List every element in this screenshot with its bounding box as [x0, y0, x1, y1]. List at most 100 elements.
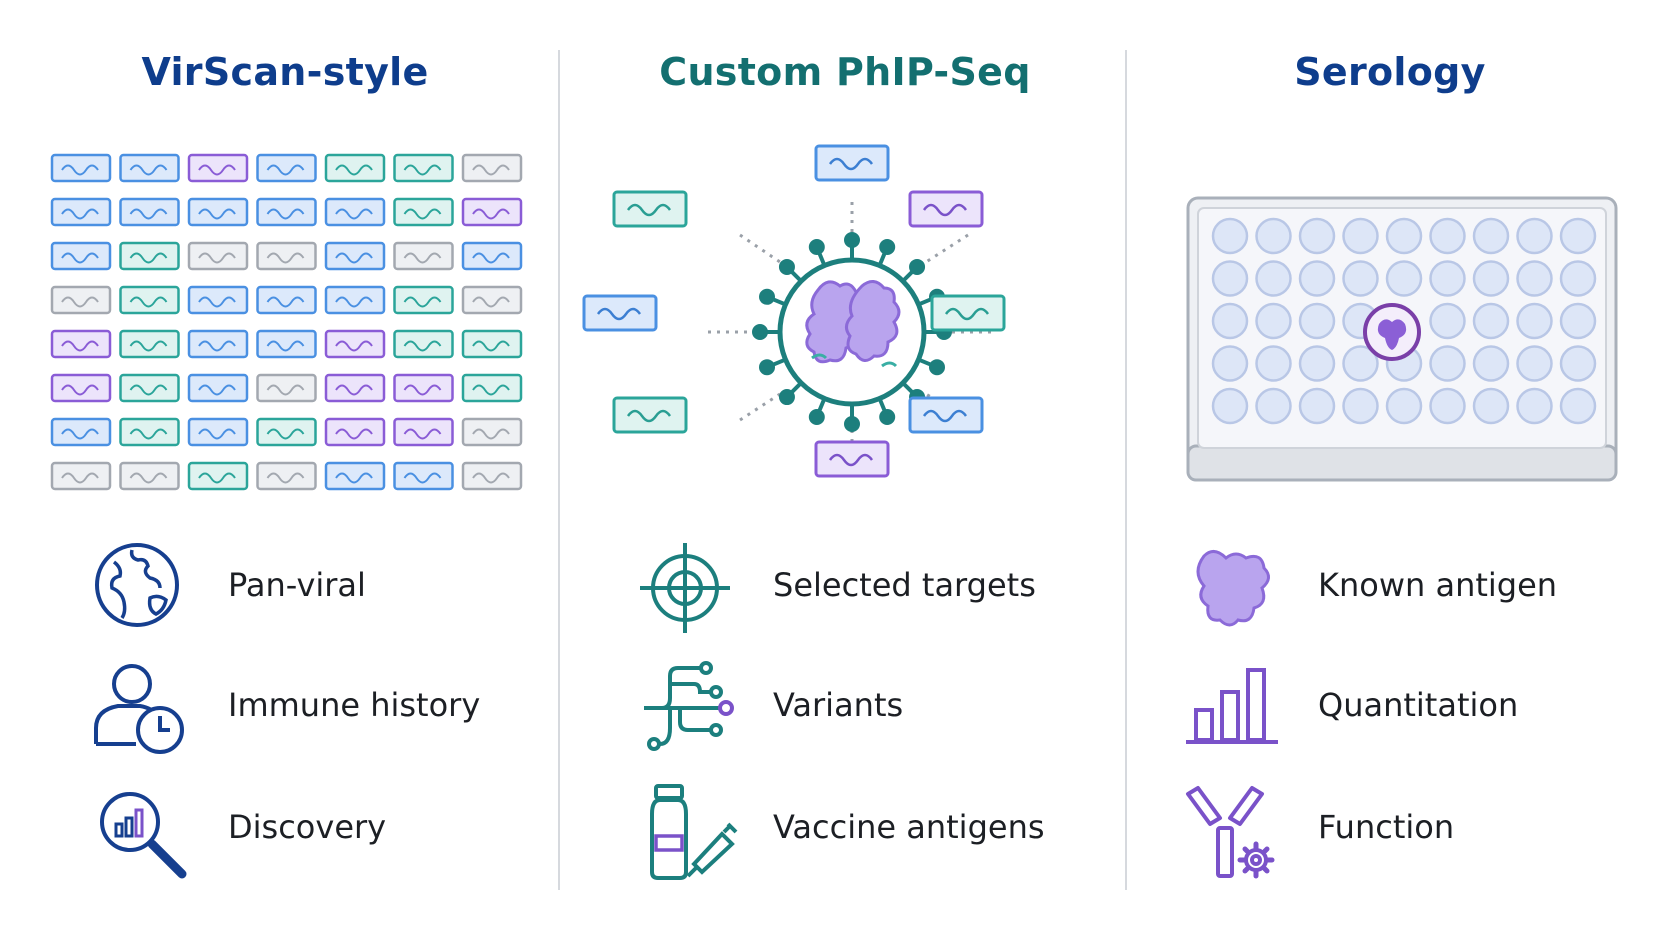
- peptide-tile: [256, 241, 317, 271]
- virus-spike-head: [759, 288, 776, 305]
- plate-well: [1472, 345, 1510, 382]
- plate-well: [1211, 345, 1249, 382]
- peptide-tile: [187, 285, 249, 315]
- plate-well: [1472, 217, 1510, 255]
- peptide-tile: [119, 461, 180, 491]
- peptide-tile: [461, 153, 523, 183]
- peptide-tile: [50, 153, 112, 183]
- peptide-tile: [187, 373, 249, 403]
- vial-syringe-icon: [650, 784, 738, 880]
- plate-well: [1255, 345, 1292, 382]
- plate-well: [1516, 302, 1553, 340]
- plate-well: [1472, 260, 1510, 297]
- peptide-bottom: [814, 440, 890, 478]
- feature-label-variants: Variants: [773, 686, 904, 724]
- virus-spike-head: [879, 239, 896, 256]
- person-clock-icon: [94, 664, 184, 754]
- antibody-gear-icon: [1186, 786, 1275, 879]
- plate-well: [1559, 387, 1597, 425]
- plate-well: [1211, 217, 1249, 255]
- plate-well: [1211, 387, 1249, 425]
- plate-well: [1342, 260, 1379, 297]
- peptide-tile: [50, 461, 112, 491]
- peptide-tile: [256, 373, 317, 403]
- virus-spike-head: [759, 359, 776, 376]
- peptide-tile: [119, 285, 180, 315]
- plate-well: [1298, 217, 1336, 255]
- globe-icon: [95, 543, 179, 627]
- peptide-top: [814, 144, 890, 182]
- peptide-tile: [393, 241, 454, 271]
- plate-well: [1559, 345, 1597, 382]
- plate-well: [1255, 302, 1292, 340]
- peptide-tile: [324, 285, 386, 315]
- plate-well: [1472, 302, 1510, 340]
- peptide-tile: [119, 197, 180, 227]
- peptide-tile: [393, 285, 454, 315]
- title-custom-phipseq: Custom PhIP-Seq: [659, 50, 1031, 94]
- peptide-tile: [393, 373, 454, 403]
- peptide-tile: [324, 461, 386, 491]
- virus-spike-head: [844, 416, 860, 432]
- peptide-bottom-right: [908, 396, 984, 434]
- plate-well: [1342, 217, 1379, 255]
- virus-spike-head: [928, 359, 945, 376]
- elisa-plate: [1186, 196, 1618, 482]
- feature-label-discovery: Discovery: [228, 808, 387, 846]
- virus-spike-head: [879, 408, 896, 425]
- plate-well: [1298, 260, 1336, 297]
- plate-well: [1516, 387, 1553, 425]
- plate-well: [1516, 260, 1553, 297]
- feature-label-quantitation: Quantitation: [1318, 686, 1519, 724]
- virus-spike-head: [808, 239, 825, 256]
- peptide-tile: [461, 285, 523, 315]
- plate-well: [1342, 387, 1379, 425]
- peptide-tile: [461, 373, 523, 403]
- crosshair-icon: [640, 543, 730, 633]
- plate-well: [1385, 260, 1423, 297]
- feature-label-immune-history: Immune history: [228, 686, 481, 724]
- peptide-tile: [461, 197, 523, 227]
- peptide-tile: [256, 329, 317, 359]
- plate-well: [1559, 260, 1597, 297]
- peptide-tile: [50, 329, 112, 359]
- feature-label-function: Function: [1318, 808, 1455, 846]
- plate-well: [1342, 345, 1379, 382]
- plate-well: [1559, 217, 1597, 255]
- virus-particle: [752, 232, 952, 432]
- virus-spike-head: [752, 324, 768, 340]
- feature-label-vaccine-antigens: Vaccine antigens: [773, 808, 1045, 846]
- branching-tree-icon: [644, 661, 734, 751]
- title-virscan: VirScan-style: [141, 50, 429, 94]
- peptide-tile: [187, 197, 249, 227]
- peptide-tile: [256, 461, 317, 491]
- peptide-tile: [461, 241, 523, 271]
- feature-label-known-antigen: Known antigen: [1318, 566, 1558, 604]
- plate-well: [1516, 217, 1553, 255]
- plate-well: [1429, 345, 1466, 382]
- plate-well: [1472, 387, 1510, 425]
- peptide-left: [582, 294, 658, 332]
- magnifier-chart-icon: [100, 792, 187, 879]
- peptide-tile: [393, 417, 454, 447]
- peptide-bottom-left: [612, 396, 688, 434]
- peptide-tile: [187, 461, 249, 491]
- peptide-tile: [324, 329, 386, 359]
- plate-well: [1298, 387, 1336, 425]
- plate-well: [1385, 387, 1423, 425]
- title-serology: Serology: [1294, 50, 1486, 94]
- displayed-peptides: [582, 144, 1006, 478]
- virus-spike-head: [808, 408, 825, 425]
- peptide-tile: [461, 417, 523, 447]
- peptide-tile: [324, 197, 386, 227]
- peptide-tile: [119, 241, 180, 271]
- plate-well: [1429, 387, 1466, 425]
- column-divider-right: [1125, 50, 1127, 890]
- antigen-blob-icon: [1196, 550, 1270, 627]
- plate-well: [1211, 302, 1249, 340]
- plate-well: [1298, 345, 1336, 382]
- virus-diagram: [582, 144, 1006, 478]
- peptide-top-left: [612, 190, 688, 228]
- peptide-tile: [50, 373, 112, 403]
